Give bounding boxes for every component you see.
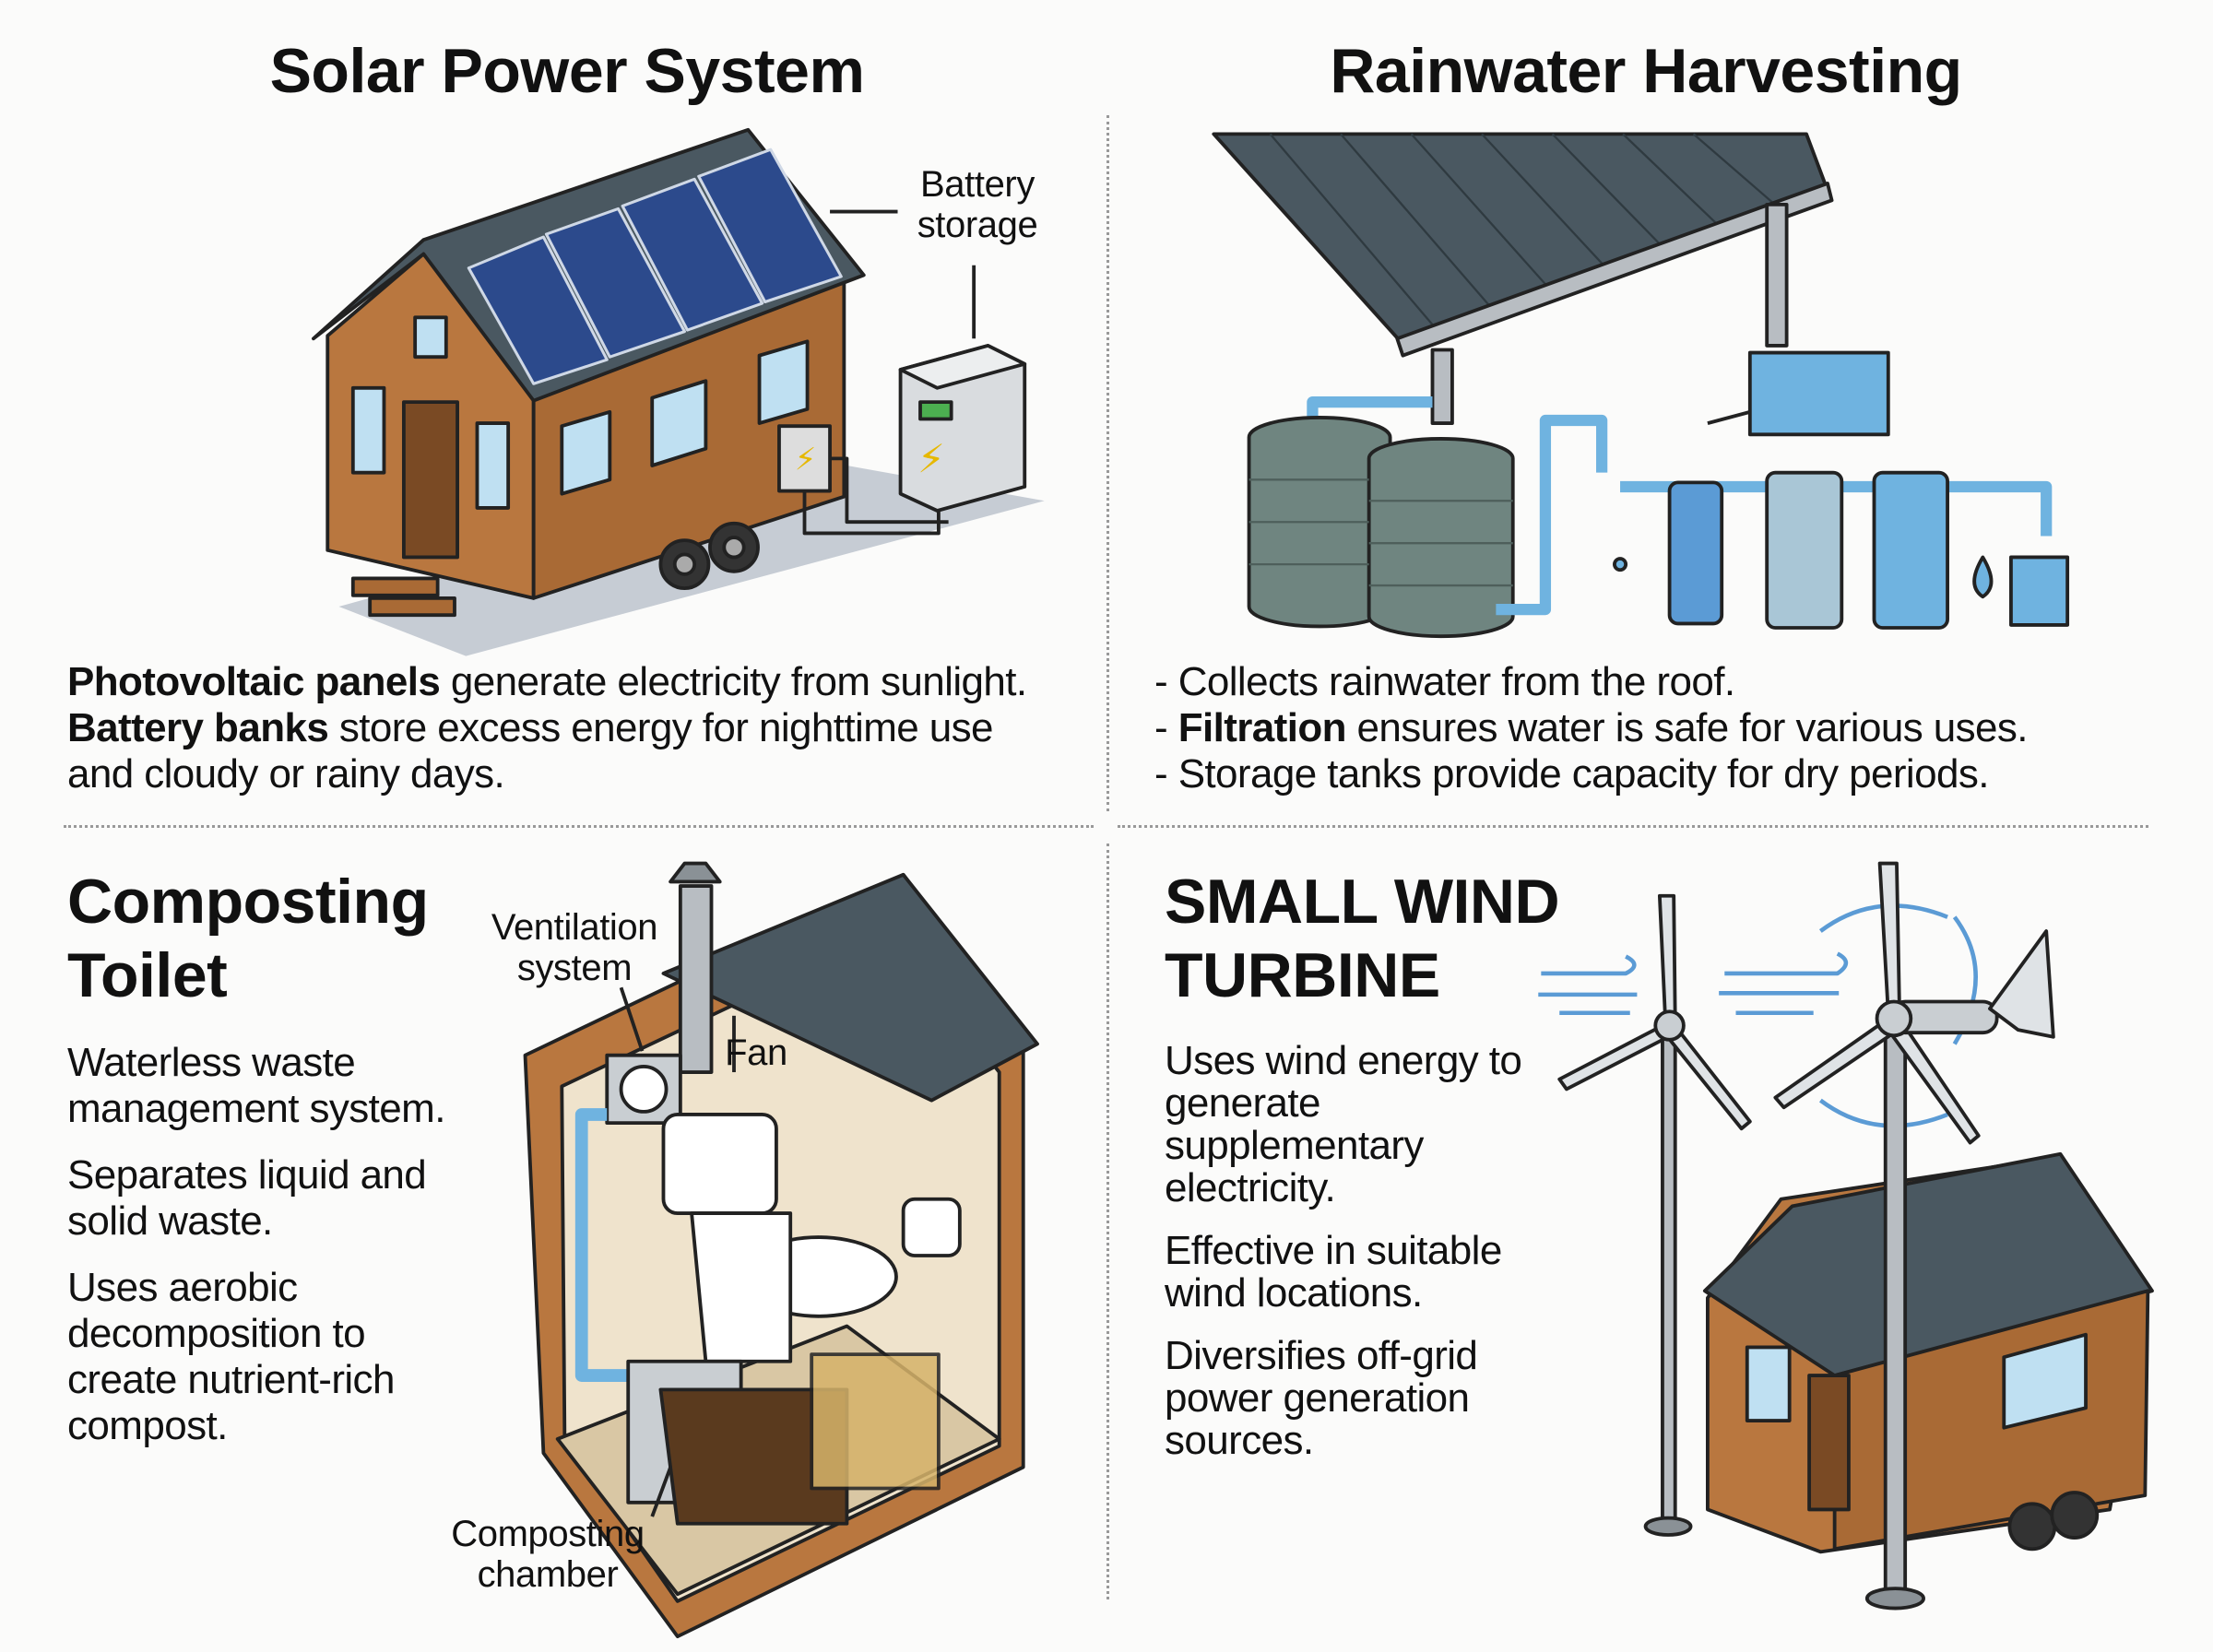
solar-title: Solar Power System: [269, 36, 865, 106]
solar-description: Photovoltaic panels generate electricity…: [67, 659, 1100, 797]
solar-line-text: and cloudy or rainy days.: [67, 751, 505, 796]
vent-label-line: Ventilation: [491, 907, 658, 948]
rain-line: - Filtration ensures water is safe for v…: [1154, 705, 2187, 751]
composting-chamber-label: Composting chamber: [437, 1514, 658, 1595]
title-line: TURBINE: [1165, 940, 1440, 1010]
wind-turbine-description: Uses wind energy to generate supplementa…: [1165, 1040, 1561, 1462]
battery-label-line: Battery: [920, 164, 1035, 205]
solar-line-text: store excess energy for nighttime use: [328, 705, 994, 750]
title-line: Toilet: [67, 940, 228, 1010]
wind-paragraph: Effective in suitable wind locations.: [1165, 1228, 1502, 1316]
svg-text:⚡: ⚡: [795, 443, 817, 478]
solar-house-illustration: ⚡ ⚡: [312, 127, 1045, 656]
rain-line-text: Storage tanks provide capacity for dry p…: [1178, 751, 1990, 796]
bullet-dash: -: [1154, 659, 1178, 704]
solar-line-bold: Photovoltaic panels: [67, 659, 441, 704]
vent-label-line: system: [516, 948, 633, 988]
wind-turbine-illustration: [1538, 861, 2154, 1611]
composting-toilet-title: Composting Toilet: [67, 865, 429, 1012]
bullet-dash: -: [1154, 705, 1178, 750]
battery-label-line: storage: [917, 205, 1038, 245]
toilet-paragraph: Waterless waste management system.: [67, 1040, 445, 1131]
rainwater-title: Rainwater Harvesting: [1330, 36, 1962, 106]
solar-line: Battery banks store excess energy for ni…: [67, 705, 1100, 751]
title-line: SMALL WIND: [1165, 867, 1560, 937]
svg-text:⚡: ⚡: [917, 438, 945, 482]
battery-storage-label: Battery storage: [890, 164, 1065, 245]
wind-turbine-title: SMALL WIND TURBINE: [1165, 865, 1560, 1012]
rainwater-illustration: [1212, 132, 2070, 639]
composting-toilet-description: Waterless waste management system. Separ…: [67, 1040, 482, 1449]
solar-line: and cloudy or rainy days.: [67, 751, 1100, 797]
divider-horizontal-right: [1118, 825, 2148, 828]
wind-paragraph: Uses wind energy to generate supplementa…: [1165, 1038, 1522, 1210]
title-line: Composting: [67, 867, 429, 937]
rain-line: - Storage tanks provide capacity for dry…: [1154, 751, 2187, 797]
divider-horizontal-left: [64, 825, 1094, 828]
ventilation-system-label: Ventilation system: [473, 907, 676, 988]
divider-vertical-bottom: [1106, 844, 1109, 1599]
rain-line-bold: Filtration: [1178, 705, 1347, 750]
chamber-label-line: Composting: [451, 1514, 645, 1554]
toilet-paragraph: Uses aerobic decomposition to create nut…: [67, 1265, 395, 1448]
toilet-paragraph: Separates liquid and solid waste.: [67, 1152, 427, 1244]
wind-paragraph: Diversifies off-grid power generation so…: [1165, 1333, 1478, 1463]
solar-panels: [467, 148, 843, 385]
divider-vertical-top: [1106, 115, 1109, 811]
composting-toilet-illustration: [523, 861, 1039, 1639]
rain-line-text: Collects rainwater from the roof.: [1178, 659, 1735, 704]
fan-label: Fan: [725, 1032, 787, 1073]
bullet-dash: -: [1154, 751, 1178, 796]
solar-line-bold: Battery banks: [67, 705, 329, 750]
chamber-label-line: chamber: [477, 1554, 619, 1595]
rain-line-text: ensures water is safe for various uses.: [1345, 705, 2029, 750]
rainwater-description: - Collects rainwater from the roof. - Fi…: [1154, 659, 2187, 797]
solar-line-text: generate electricity from sunlight.: [440, 659, 1027, 704]
rain-line: - Collects rainwater from the roof.: [1154, 659, 2187, 705]
solar-line: Photovoltaic panels generate electricity…: [67, 659, 1100, 705]
